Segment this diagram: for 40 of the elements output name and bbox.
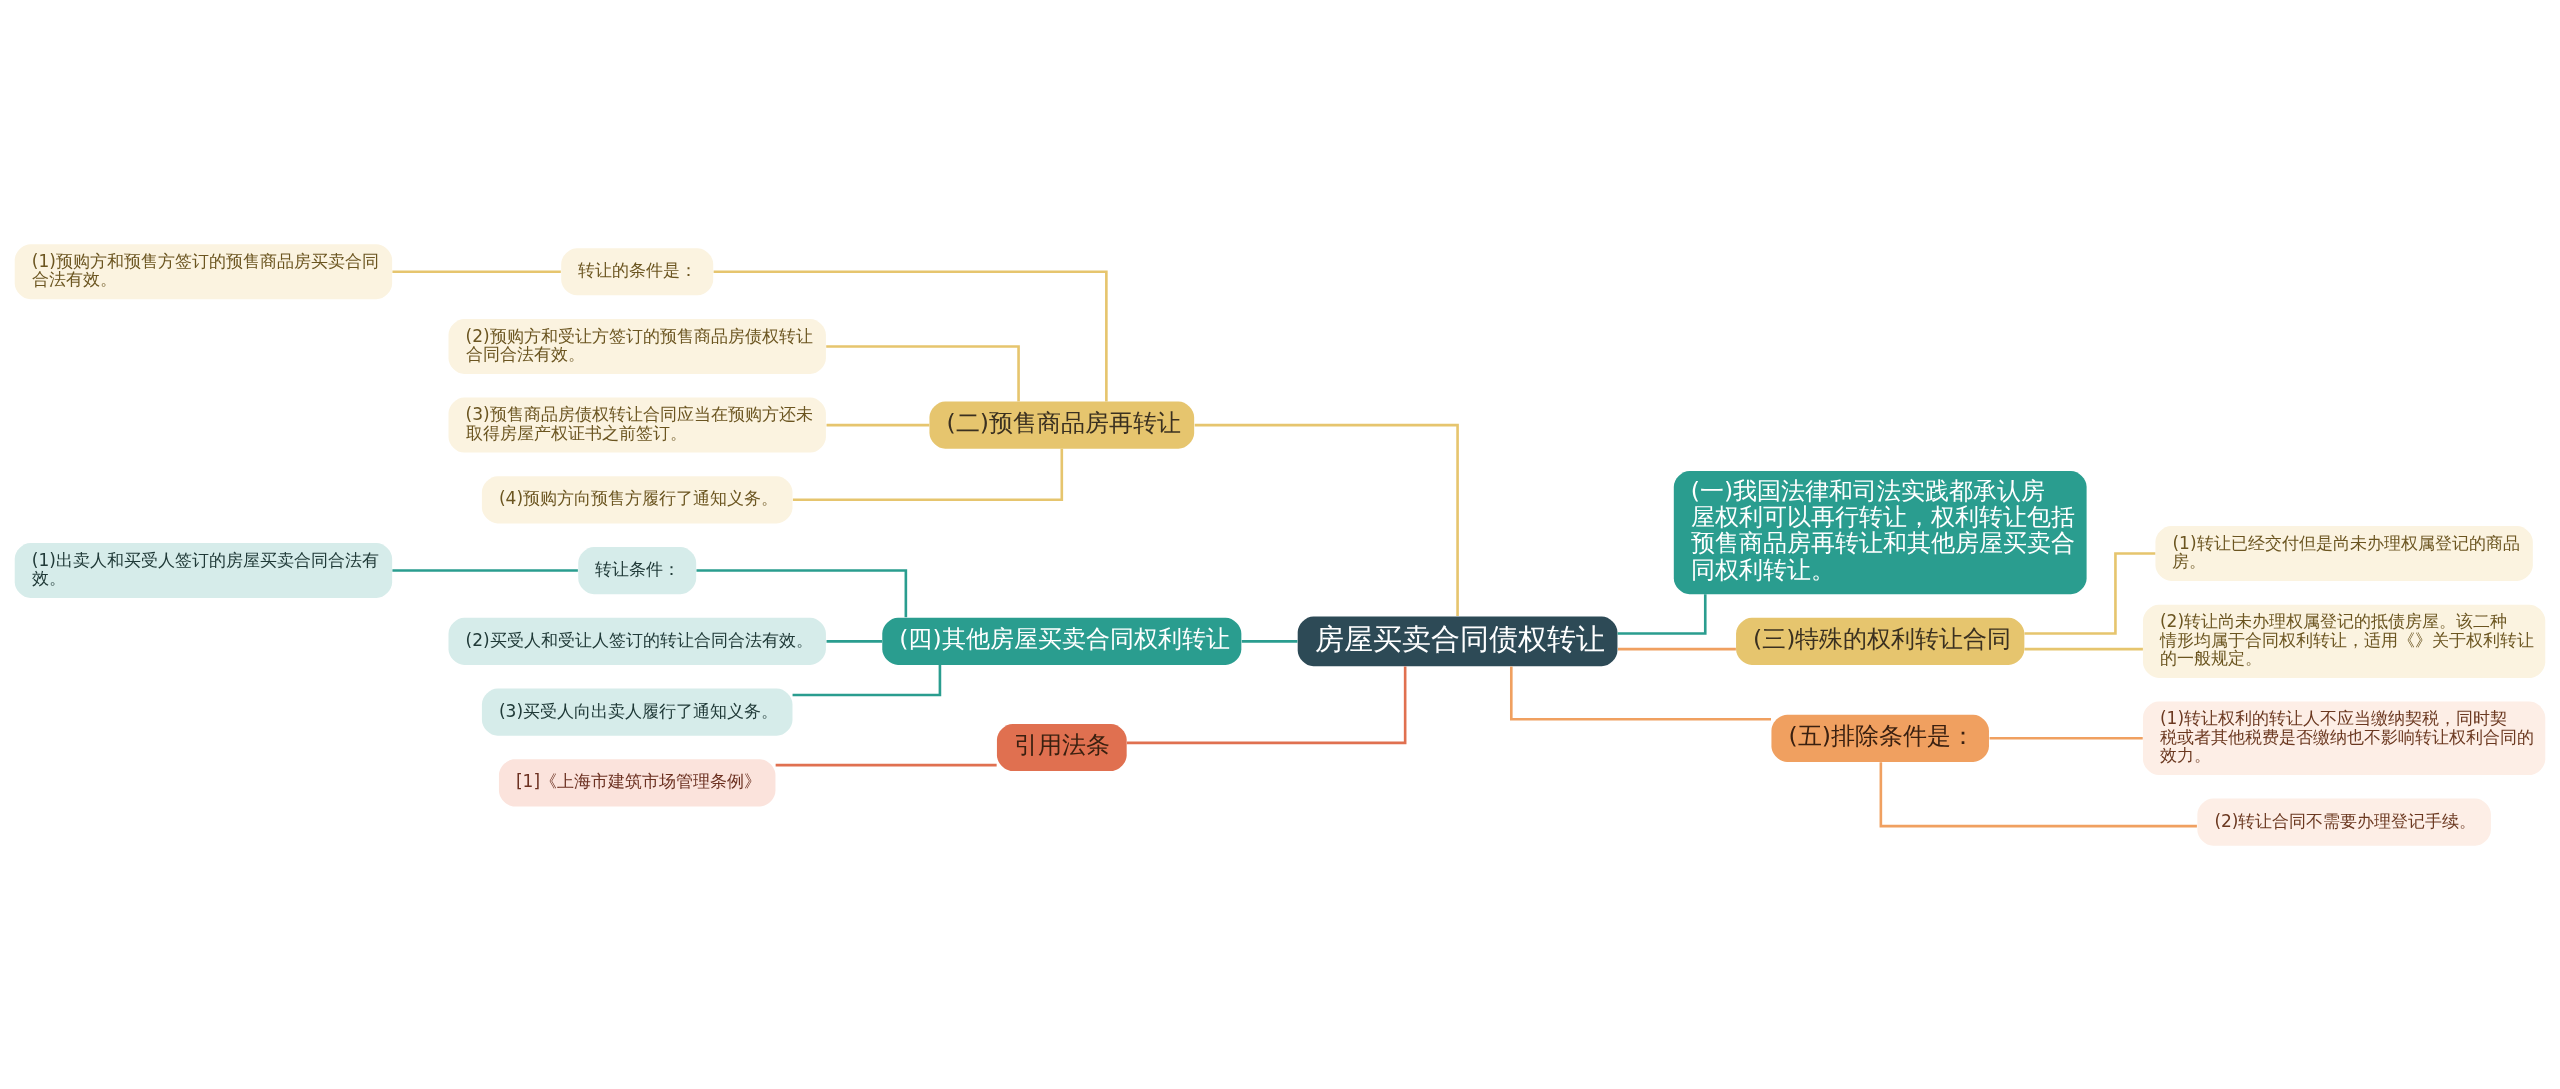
node-box: (1)出卖人和买受人签订的房屋买卖合同合法有效。 xyxy=(14,542,393,598)
node-box: [1]《上海市建筑市场管理条例》 xyxy=(498,758,776,806)
node-box: (四)其他房屋买卖合同权利转让 xyxy=(882,617,1242,665)
connector xyxy=(2024,551,2156,635)
node-box: (2)转让合同不需要办理登记手续。 xyxy=(2197,798,2491,846)
node-box: (三)特殊的权利转让合同 xyxy=(1736,617,2025,665)
connector xyxy=(1510,665,1771,721)
connector xyxy=(826,639,883,643)
connector xyxy=(1241,639,1298,643)
node-box: (二)预售商品房再转让 xyxy=(929,401,1195,449)
connector xyxy=(713,269,1108,401)
node-box: (3)预售商品房债权转让合同应当在预购方还未取得房屋产权证书之前签订。 xyxy=(448,397,826,453)
node-box: (4)预购方向预售方履行了通知义务。 xyxy=(481,475,793,523)
node-box: 转让条件： xyxy=(578,546,697,594)
node-box: 引用法条 xyxy=(996,723,1127,771)
connector xyxy=(1194,423,1459,616)
node-box: (1)转让已经交付但是尚未办理权属登记的商品房。 xyxy=(2155,525,2533,581)
connector xyxy=(826,423,930,426)
node-box: (2)转让尚未办理权属登记的抵债房屋。该二种情形均属于合同权利转让，适用《》关于权利转让的一般规定。 xyxy=(2142,604,2546,678)
node-box: (五)排除条件是： xyxy=(1771,714,1989,762)
node-box: (1)预购方和预售方签订的预售商品房买卖合同合法有效。 xyxy=(14,243,393,299)
connector xyxy=(775,763,997,766)
node-box: (1)转让权利的转让人不应当缴纳契税，同时契税或者其他税费是否缴纳也不影响转让权利合同的效力。 xyxy=(2142,701,2546,775)
connector xyxy=(1617,593,1707,635)
connector xyxy=(1126,665,1407,744)
connector xyxy=(1879,761,2197,827)
node-box: 房屋买卖合同债权转让 xyxy=(1297,615,1618,666)
connector xyxy=(2024,647,2143,650)
connector xyxy=(392,269,561,273)
connector xyxy=(392,568,578,572)
connector xyxy=(792,448,1064,501)
node-box: (一)我国法律和司法实践都承认房屋权利可以再行转让，权利转让包括预售商品房再转让和其他房屋买卖合同权利转让。 xyxy=(1673,470,2087,594)
node-box: (2)预购方和受让方签订的预售商品房债权转让合同合法有效。 xyxy=(448,318,826,374)
node-box: 转让的条件是： xyxy=(561,247,714,295)
node-box: (2)买受人和受让人签订的转让合同合法有效。 xyxy=(448,617,826,665)
connector xyxy=(1989,736,2143,740)
connector xyxy=(696,568,908,617)
node-box: (3)买受人向出卖人履行了通知义务。 xyxy=(481,688,793,736)
connector xyxy=(826,344,1020,401)
connector xyxy=(1617,647,1736,650)
